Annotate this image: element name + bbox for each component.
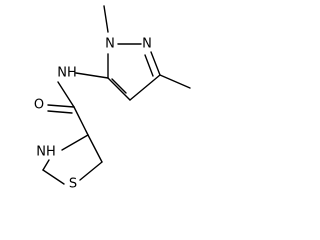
atom-n1: N: [105, 37, 115, 52]
bond-c4-c5: [107, 77, 131, 101]
bond-nh-c4thiaz: [61, 134, 89, 151]
molecule-structure-diagram: N N NH O NH S: [34, 5, 191, 192]
atom-o: O: [34, 98, 44, 113]
bond-n2-c3: [150, 51, 161, 76]
bond-n2-c3-double: [144, 54, 154, 77]
atom-nh-ring: NH: [36, 145, 56, 160]
bond-c4-c5-double: [111, 78, 127, 94]
bond-methyl-n1: [103, 5, 109, 33]
atom-s: S: [69, 177, 77, 192]
bond-c3-c4: [129, 74, 161, 101]
bond-carbonyl-o-double: [47, 110, 73, 114]
atom-n2: N: [142, 37, 152, 52]
bond-c5-nh: [75, 72, 109, 79]
bond-s-c2thiaz: [42, 169, 65, 185]
atom-nh-amide: NH: [57, 66, 77, 81]
bond-nh-carbonyl: [57, 81, 75, 108]
bond-c2thiaz-nh: [42, 159, 50, 171]
bond-carbonyl-c4thiaz: [73, 106, 89, 136]
bond-c4thiaz-c5thiaz: [87, 134, 103, 163]
bond-carbonyl-o: [47, 104, 75, 108]
bond-c3-methyl: [159, 74, 191, 89]
bond-c5thiaz-s: [79, 161, 103, 181]
